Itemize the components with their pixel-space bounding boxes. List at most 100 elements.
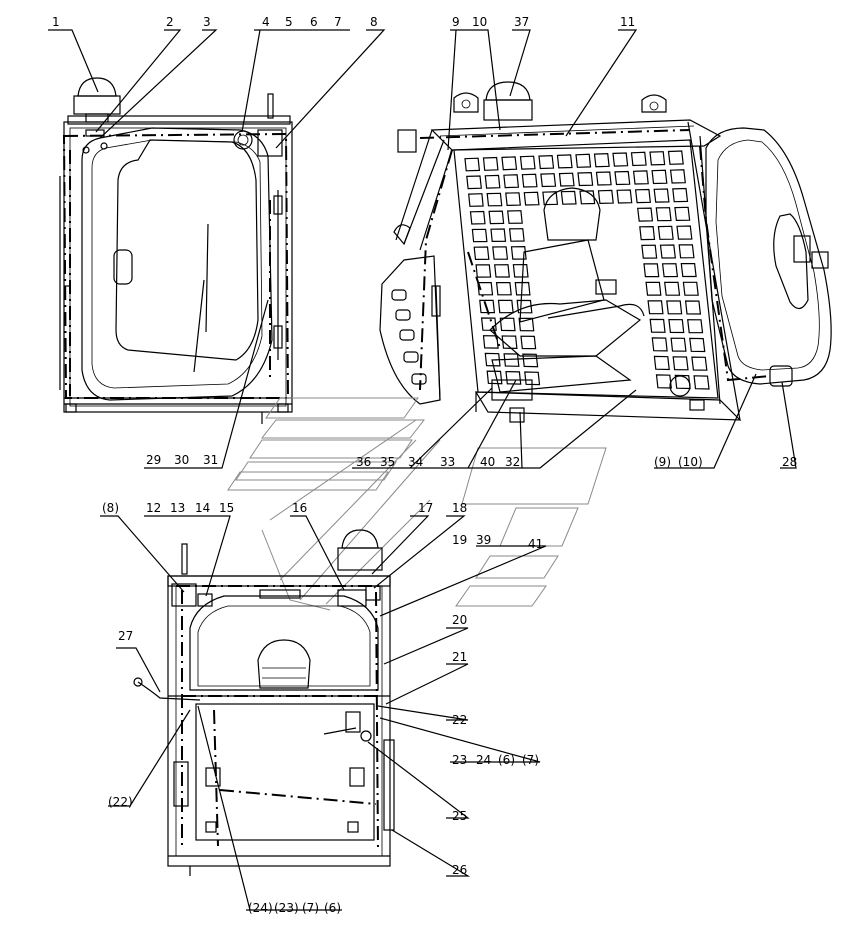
mesh-cell: [689, 337, 706, 353]
mesh-cell: [651, 169, 668, 185]
callout-24: 24: [476, 753, 491, 767]
callout-12: 12: [146, 501, 161, 515]
mesh-cell: [614, 170, 631, 186]
mesh-cell: [667, 150, 684, 165]
mesh-cell: [518, 317, 535, 332]
mesh-cell: [641, 244, 658, 259]
mesh-cell: [637, 207, 654, 222]
mesh-cell: [647, 300, 664, 315]
mesh-cell: [595, 171, 612, 186]
callout-9-ref: (9): [654, 455, 671, 469]
callout-1: 1: [52, 15, 60, 29]
callout-10: 10: [472, 15, 487, 29]
mesh-cell: [505, 192, 521, 207]
mesh-cell: [657, 225, 674, 240]
mesh-cell: [514, 281, 531, 296]
callout-27: 27: [118, 629, 133, 643]
callout-28: 28: [782, 455, 797, 469]
callout-21: 21: [452, 650, 467, 664]
callout-25: 25: [452, 809, 467, 823]
isometric-view: [379, 81, 832, 423]
front-view: [59, 77, 293, 424]
callout-23: 23: [452, 753, 467, 767]
mesh-cell: [508, 228, 525, 242]
mesh-cell: [645, 281, 662, 296]
callout-5: 5: [285, 15, 293, 29]
callout-11: 11: [620, 15, 635, 29]
callout-7: 7: [334, 15, 342, 29]
mesh-cell: [670, 337, 687, 352]
callout-41: 41: [528, 537, 543, 551]
mesh-cell: [649, 151, 666, 166]
mesh-cell: [630, 151, 647, 167]
mesh-cell: [542, 191, 559, 206]
mesh-cell: [634, 188, 651, 204]
mesh-cell: [653, 355, 670, 371]
mesh-cell: [503, 174, 520, 189]
callout-16: 16: [292, 501, 307, 515]
mesh-cell: [632, 170, 649, 185]
callout-39: 39: [476, 533, 491, 547]
mesh-cell: [593, 152, 610, 168]
mesh-cell: [666, 300, 683, 315]
callout-33: 33: [440, 455, 455, 469]
mesh-cell: [680, 263, 697, 278]
mesh-cell: [556, 154, 573, 169]
mesh-cell: [672, 356, 689, 371]
mesh-cell: [538, 154, 555, 170]
callout-22-ref: (22): [108, 795, 133, 809]
rear-view: [133, 529, 395, 876]
callout-17: 17: [418, 501, 433, 515]
callout-6: 6: [310, 15, 318, 29]
mesh-cell: [684, 300, 702, 315]
mesh-cell: [469, 210, 486, 225]
mesh-cell: [522, 353, 539, 368]
callout-31: 31: [203, 453, 218, 467]
mesh-cell: [655, 207, 672, 222]
mesh-cell: [490, 228, 507, 243]
mesh-cell: [649, 318, 666, 333]
callout-23-ref: (23): [274, 901, 299, 915]
callout-10-ref: (10): [678, 455, 703, 469]
mesh-cell: [661, 263, 679, 278]
mesh-cell: [468, 193, 484, 207]
mesh-cell: [669, 169, 686, 184]
mesh-cell: [466, 175, 482, 190]
mesh-cell: [664, 281, 681, 296]
callout-35: 35: [380, 455, 395, 469]
mesh-cell: [507, 210, 523, 224]
mesh-cell: [480, 317, 497, 331]
mesh-cell: [540, 173, 557, 188]
mesh-cell: [678, 244, 695, 259]
callout-18: 18: [452, 501, 467, 515]
callout-32: 32: [505, 455, 520, 469]
callout-26: 26: [452, 863, 467, 877]
mesh-cell: [484, 352, 501, 367]
mesh-cell: [512, 263, 529, 278]
callout-34: 34: [408, 455, 423, 469]
callout-14: 14: [195, 501, 210, 515]
mesh-cell: [486, 370, 503, 385]
mesh-cell: [687, 319, 704, 334]
mesh-cell: [521, 173, 538, 188]
mesh-cell: [682, 281, 699, 296]
callout-30: 30: [174, 453, 189, 467]
mesh-cell: [672, 187, 689, 203]
mesh-cell: [499, 317, 516, 332]
leader-lines: [48, 29, 797, 911]
mesh-cell: [668, 318, 685, 334]
callout-4: 4: [262, 15, 270, 29]
mesh-cell: [516, 299, 533, 314]
callout-3: 3: [203, 15, 211, 29]
callout-15: 15: [219, 501, 234, 515]
mesh-cell: [693, 375, 710, 390]
mesh-cell: [471, 228, 488, 243]
mesh-cell: [691, 356, 708, 371]
callout-2: 2: [166, 15, 174, 29]
callout-7-ref-b: (7): [302, 901, 319, 915]
mesh-cell: [497, 299, 514, 314]
mesh-cell: [473, 246, 490, 261]
callout-8-ref: (8): [102, 501, 119, 515]
callout-6-ref-b: (6): [324, 901, 341, 915]
callout-22: 22: [452, 713, 467, 727]
